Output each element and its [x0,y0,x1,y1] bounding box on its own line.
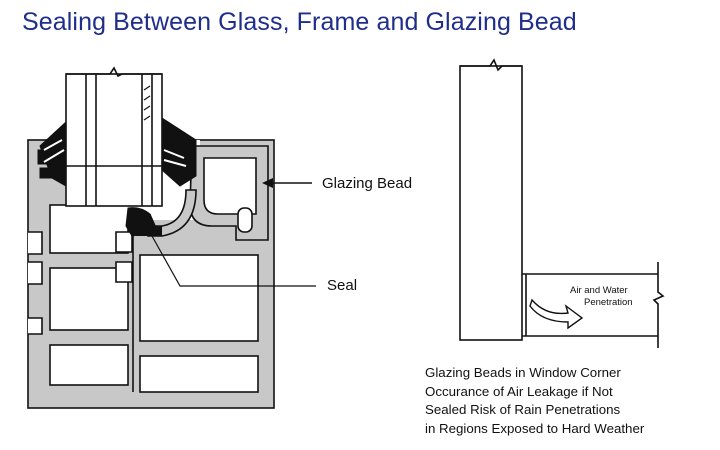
airflow-arrow-icon [529,298,584,330]
corner-caption: Glazing Beads in Window Corner Occurance… [425,364,644,438]
seal-leader [151,235,316,287]
glazing-bead-arrow [262,178,312,188]
window-corner [459,58,665,348]
caption-line: Occurance of Air Leakage if Not [425,383,613,399]
glazing-bead-label: Glazing Bead [322,175,413,192]
gaskets [37,117,197,187]
seal-label: Seal [327,277,358,294]
glazing-bead [147,145,269,241]
caption-line: Glazing Beads in Window Corner [425,365,621,380]
caption-line: Sealed Risk of Rain Penetrations [425,402,621,417]
glass-unit [65,66,163,207]
caption-line: in Regions Exposed to Hard Weather [425,420,645,436]
seal-seat [136,226,162,236]
penetration-label: Penetration [584,297,633,308]
diagram-title: Sealing Between Glass, Frame and Glazing… [22,8,577,36]
air-water-label: Air and Water [570,285,628,296]
